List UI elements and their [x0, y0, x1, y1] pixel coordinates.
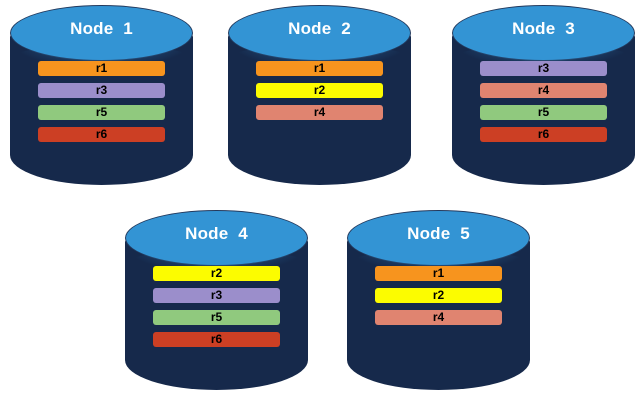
replica-list: r1 r3 r5 r6 [38, 61, 165, 142]
node-4[interactable]: Node 4 r2 r3 r5 r6 [125, 210, 308, 390]
replica-bar[interactable]: r6 [480, 127, 607, 142]
node-label: Node 5 [407, 224, 470, 243]
node-label: Node 3 [512, 19, 575, 38]
node-5[interactable]: Node 5 r1 r2 r4 [347, 210, 530, 390]
replica-list: r1 r2 r4 [375, 266, 502, 325]
replica-bar[interactable]: r2 [256, 83, 383, 98]
replica-bar[interactable]: r1 [38, 61, 165, 76]
replica-bar[interactable]: r2 [375, 288, 502, 303]
replica-bar[interactable]: r5 [153, 310, 280, 325]
node-2[interactable]: Node 2 r1 r2 r4 [228, 5, 411, 185]
node-1[interactable]: Node 1 r1 r3 r5 r6 [10, 5, 193, 185]
replica-bar[interactable]: r2 [153, 266, 280, 281]
node-3[interactable]: Node 3 r3 r4 r5 r6 [452, 5, 635, 185]
replica-bar[interactable]: r6 [153, 332, 280, 347]
replica-bar[interactable]: r4 [256, 105, 383, 120]
replica-list: r1 r2 r4 [256, 61, 383, 120]
replica-bar[interactable]: r5 [38, 105, 165, 120]
replica-list: r3 r4 r5 r6 [480, 61, 607, 142]
replica-bar[interactable]: r4 [375, 310, 502, 325]
replica-bar[interactable]: r6 [38, 127, 165, 142]
replica-bar[interactable]: r3 [480, 61, 607, 76]
replica-bar[interactable]: r1 [256, 61, 383, 76]
replica-bar[interactable]: r5 [480, 105, 607, 120]
replica-list: r2 r3 r5 r6 [153, 266, 280, 347]
replica-bar[interactable]: r3 [38, 83, 165, 98]
replica-bar[interactable]: r4 [480, 83, 607, 98]
node-label: Node 2 [288, 19, 351, 38]
replica-bar[interactable]: r1 [375, 266, 502, 281]
node-label: Node 1 [70, 19, 133, 38]
replica-bar[interactable]: r3 [153, 288, 280, 303]
node-label: Node 4 [185, 224, 248, 243]
